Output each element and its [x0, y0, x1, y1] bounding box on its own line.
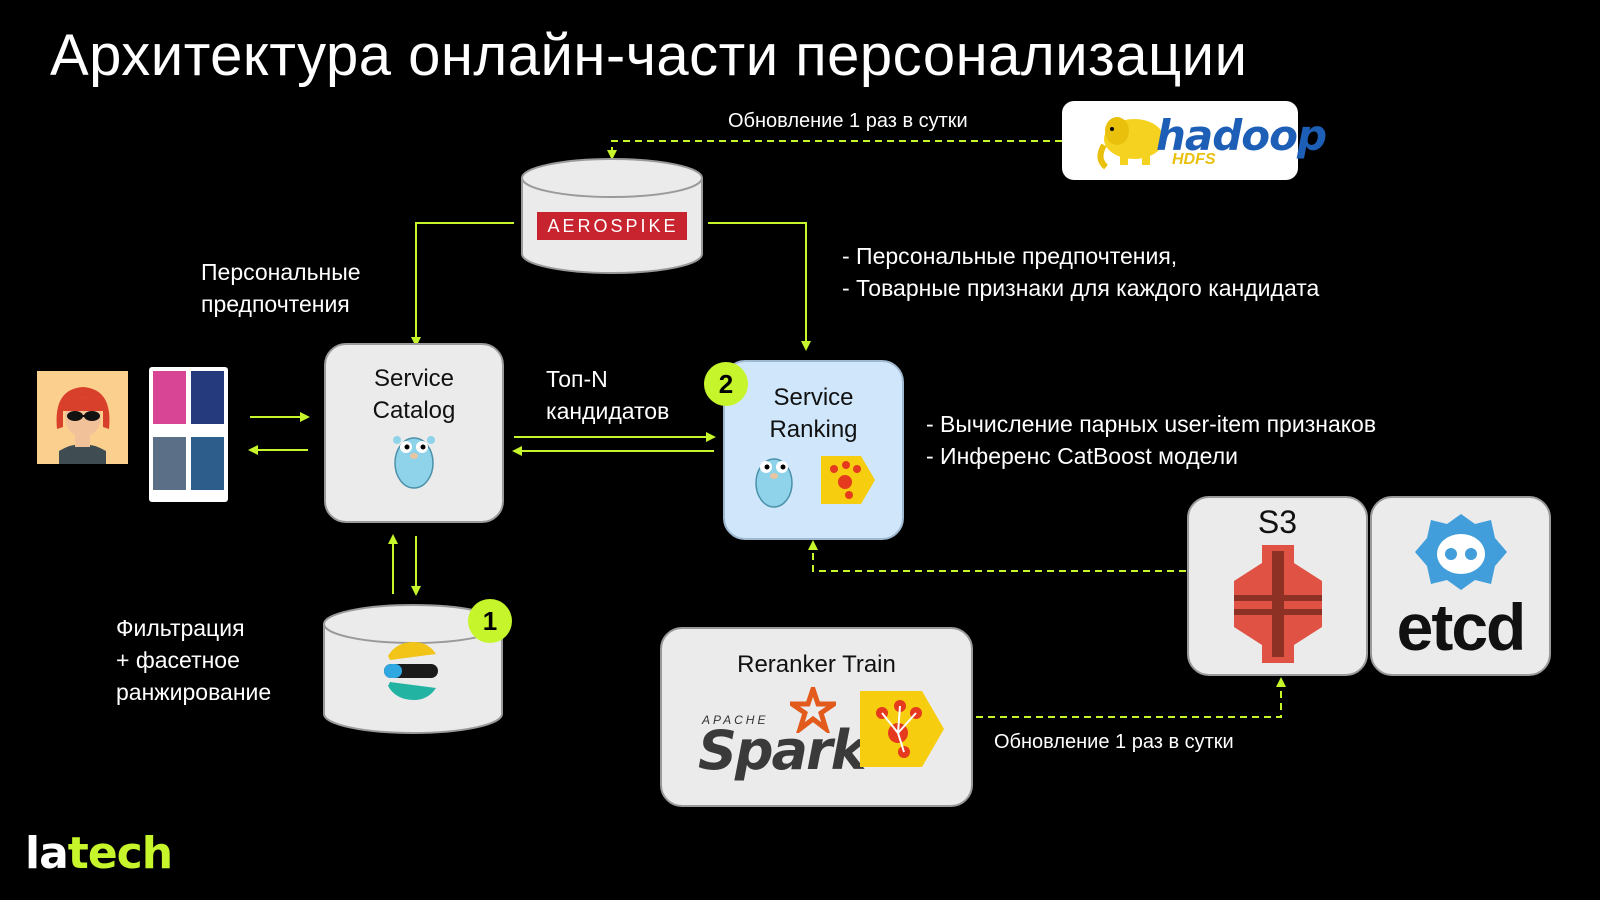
filter-note-line-3: ранжирование: [116, 679, 272, 705]
spark-star-icon: [790, 687, 836, 733]
elastic-step-badge: 1: [468, 599, 512, 643]
aws-s3-icon: [1233, 545, 1322, 663]
arrow-aerospike-to-catalog: [411, 222, 514, 347]
catboost-icon: [820, 456, 875, 504]
s3-box: S3: [1187, 496, 1368, 676]
product-grid-image: [149, 367, 228, 502]
catalog-pref-note: Персональные предпочтения: [201, 256, 361, 320]
spark-apache-text: APACHE: [702, 713, 769, 727]
ranking-note-line-1: - Вычисление парных user-item признаков: [926, 411, 1377, 437]
catboost-icon: [860, 691, 944, 767]
topn-line-2: кандидатов: [546, 398, 670, 424]
ranking-pref-line-1: - Персональные предпочтения,: [842, 243, 1178, 269]
topn-line-1: Топ-N: [546, 366, 608, 392]
filter-note-line-2: + фасетное: [116, 647, 240, 673]
top-update-label: Обновление 1 раз в сутки: [728, 110, 968, 132]
filter-note-line-1: Фильтрация: [116, 615, 245, 641]
catalog-label-line-1: Service: [373, 365, 455, 392]
ranking-label-line-2: Ranking: [769, 416, 858, 443]
filter-notes: Фильтрация + фасетное ранжирование: [116, 612, 271, 708]
reranker-label: Reranker Train: [737, 651, 896, 678]
etcd-label: etcd: [1396, 590, 1527, 664]
arrow-hadoop-to-aerospike: [607, 140, 1062, 160]
service-ranking-box: Service Ranking: [723, 360, 904, 540]
topn-note: Топ-N кандидатов: [546, 363, 669, 427]
hadoop-logo: hadoop HDFS: [1062, 101, 1327, 180]
page-title: Архитектура онлайн-части персонализации: [50, 23, 1248, 88]
hadoop-text: hadoop: [1156, 111, 1327, 160]
user-avatar: [37, 371, 128, 464]
aerospike-db: [521, 158, 703, 274]
ranking-pref-line-2: - Товарные признаки для каждого кандидат…: [842, 275, 1320, 301]
spark-logo-text: Spark: [698, 719, 867, 782]
go-gopher-icon: [393, 436, 435, 489]
etcd-logo-icon: [1414, 514, 1507, 590]
elasticsearch-db: [323, 604, 503, 734]
reranker-train-box: Reranker Train APACHE Spark: [660, 627, 973, 807]
arrow-s3-to-ranking: [808, 540, 1186, 572]
ranking-notes: - Вычисление парных user-item признаков …: [926, 408, 1376, 472]
service-catalog-box: Service Catalog: [324, 343, 504, 523]
s3-label: S3: [1257, 504, 1298, 540]
go-gopher-icon: [754, 458, 793, 508]
arrow-reranker-to-s3: [976, 677, 1286, 718]
ranking-note-line-2: - Инференс CatBoost модели: [926, 443, 1238, 469]
catalog-pref-line-1: Персональные: [201, 259, 361, 285]
ranking-label-line-1: Service: [773, 384, 854, 411]
latech-logo: latech: [25, 828, 173, 879]
elasticsearch-icon: [384, 642, 438, 700]
ranking-pref-note: - Персональные предпочтения, - Товарные …: [842, 240, 1319, 304]
latech-logo-text: latech: [25, 828, 173, 879]
ranking-step-badge: 2: [704, 362, 748, 406]
aerospike-label: AEROSPIKE: [547, 216, 679, 236]
hadoop-elephant-icon: [1097, 117, 1164, 170]
catalog-label-line-2: Catalog: [372, 397, 456, 424]
hdfs-text: HDFS: [1172, 151, 1216, 168]
bottom-update-label: Обновление 1 раз в сутки: [994, 731, 1234, 753]
etcd-box: etcd: [1370, 496, 1551, 676]
arrow-aerospike-to-ranking: [708, 222, 811, 351]
catalog-pref-line-2: предпочтения: [201, 291, 350, 317]
